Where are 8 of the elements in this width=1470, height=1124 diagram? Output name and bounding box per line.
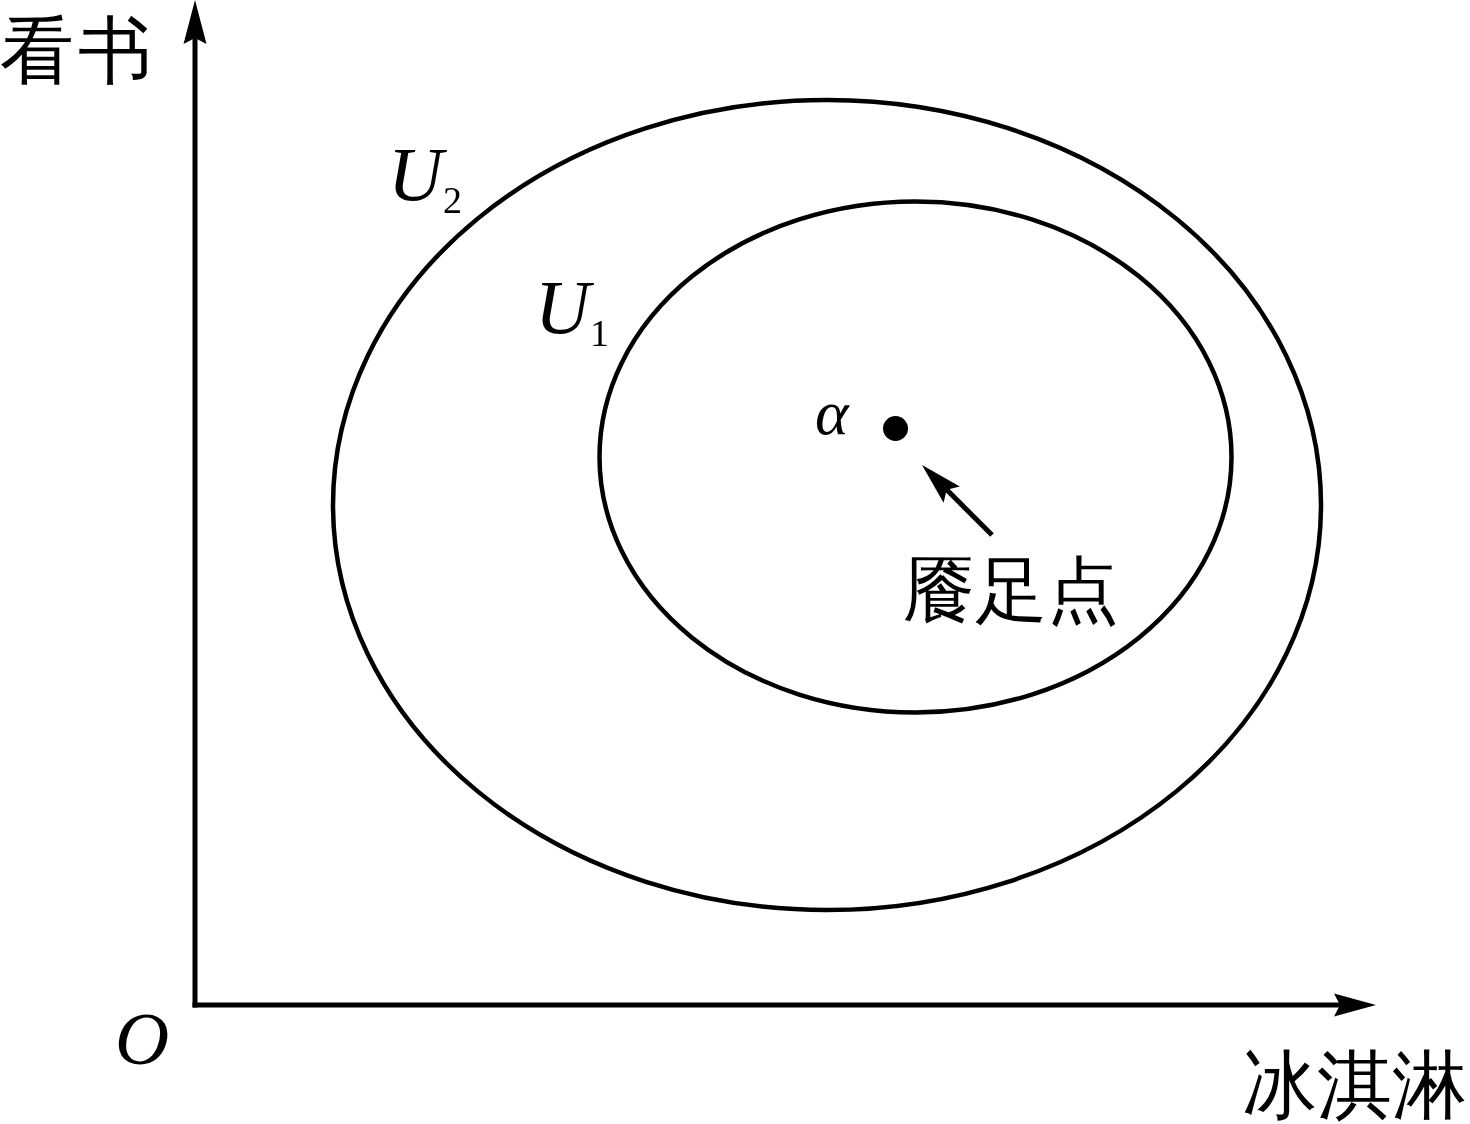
callout-text: 餍足点 xyxy=(903,555,1119,627)
axis-label: 看书 xyxy=(0,14,156,88)
point-label: α xyxy=(815,381,849,445)
curve-label: U$_{2}$ xyxy=(388,136,462,212)
arrow xyxy=(922,465,994,537)
axis-label: 冰淇淋 xyxy=(1242,1048,1467,1123)
curve-label: U$_{1}$ xyxy=(535,269,609,345)
origin-label: O xyxy=(115,1001,170,1076)
